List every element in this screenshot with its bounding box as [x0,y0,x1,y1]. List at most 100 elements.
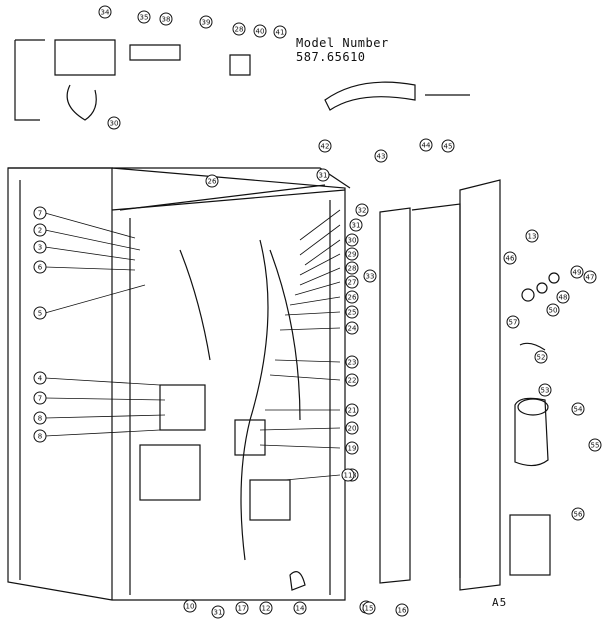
callout-number: 30 [110,120,119,128]
callout-30: 30 [345,233,359,247]
callout-31: 31 [211,605,225,619]
callout-55: 55 [588,438,602,452]
callout-number: 20 [348,425,357,433]
callout-circle [362,601,376,615]
callout-circle [316,168,330,182]
callout-number: 40 [256,28,265,36]
callout-number: 7 [38,210,42,218]
callout-number: 25 [348,309,357,317]
callout-number: 57 [509,319,518,327]
callout-22: 22 [345,373,359,387]
callout-circle [33,306,47,320]
callout-number: 3 [38,244,42,252]
callout-34: 34 [98,5,112,19]
callout-14: 14 [293,601,307,615]
callout-number: 2 [38,227,42,235]
callout-number: 5 [38,310,42,318]
callout-11: 11 [341,468,355,482]
callout-48: 48 [556,290,570,304]
callout-circle [345,290,359,304]
callout-circle [583,270,597,284]
callout-number: 4 [38,375,43,383]
model-number-title: Model Number [296,36,389,50]
callout-5: 5 [33,306,47,320]
callout-number: 48 [559,294,568,302]
callout-number: 14 [296,605,305,613]
callout-circle [33,391,47,405]
model-number-label: Model Number 587.65610 [296,36,389,64]
callout-49: 49 [570,265,584,279]
callout-47: 47 [583,270,597,284]
callout-number: 39 [202,19,211,27]
callout-8: 8 [33,411,47,425]
callout-31: 31 [316,168,330,182]
plate-id: A5 [492,596,508,609]
callout-number: 42 [321,143,330,151]
callout-circle [345,355,359,369]
callout-17: 17 [235,601,249,615]
callout-circle [419,138,433,152]
callout-circle [345,441,359,455]
callout-circle [211,605,225,619]
callout-number: 31 [214,609,223,617]
callout-40: 40 [253,24,267,38]
callout-number: 26 [348,294,357,302]
callout-circle [345,421,359,435]
callout-circle [345,373,359,387]
callout-circle [33,206,47,220]
callout-number: 24 [348,325,357,333]
callout-26: 26 [205,174,219,188]
callout-circle [137,10,151,24]
callout-13: 13 [525,229,539,243]
callout-circle [546,303,560,317]
callout-45: 45 [441,139,455,153]
model-number-value: 587.65610 [296,50,366,64]
callout-circle [503,251,517,265]
callout-number: 27 [348,279,357,287]
callout-number: 45 [444,143,453,151]
callout-number: 8 [38,433,42,441]
callout-19: 19 [345,441,359,455]
callout-7: 7 [33,391,47,405]
callout-number: 12 [262,605,271,613]
callout-number: 13 [528,233,537,241]
callout-circle [345,247,359,261]
callout-number: 29 [348,251,357,259]
callout-25: 25 [345,305,359,319]
callout-circle [570,265,584,279]
callout-number: 16 [398,607,407,615]
callout-number: 31 [319,172,328,180]
callout-circle [506,315,520,329]
callout-number: 55 [591,442,600,450]
callout-circle [107,116,121,130]
callout-3: 3 [33,240,47,254]
callout-circle [205,174,219,188]
callout-10: 10 [183,599,197,613]
callout-number: 41 [276,29,285,37]
callout-circle [355,203,369,217]
callout-number: 28 [235,26,244,34]
callout-number: 34 [101,9,110,17]
callout-circle [183,599,197,613]
callout-number: 17 [238,605,247,613]
callout-number: 32 [358,207,367,215]
callout-21: 21 [345,403,359,417]
callout-56: 56 [571,507,585,521]
callout-number: 21 [348,407,357,415]
callout-circle [588,438,602,452]
callout-26: 26 [345,290,359,304]
callout-circle [571,402,585,416]
callout-24: 24 [345,321,359,335]
callout-number: 15 [365,605,374,613]
callout-number: 8 [38,415,42,423]
callout-number: 22 [348,377,357,385]
callout-28: 28 [232,22,246,36]
callout-circle [341,468,355,482]
callout-29: 29 [345,247,359,261]
callout-6: 6 [33,260,47,274]
callout-number: 56 [574,511,583,519]
callout-2: 2 [33,223,47,237]
callout-43: 43 [374,149,388,163]
callout-circle [395,603,409,617]
callout-number: 43 [377,153,386,161]
